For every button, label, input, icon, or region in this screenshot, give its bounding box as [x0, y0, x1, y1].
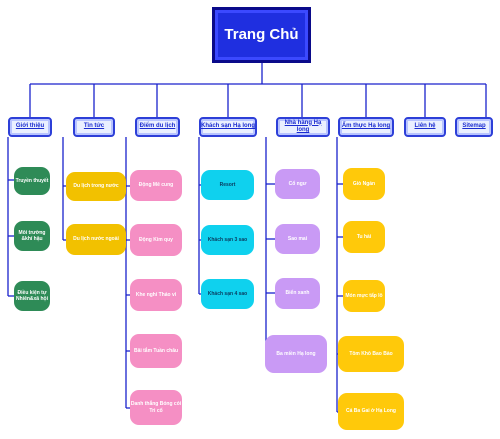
tab-gioi-thieu-label: Giới thiệu: [15, 123, 45, 130]
nha-hang-item-label: Sao mai: [287, 235, 308, 242]
am-thuc-item[interactable]: Tôm Khô Bao Bào: [338, 336, 404, 372]
tab-nha-hang-label: Nhà hàng Hạ long: [284, 119, 322, 134]
diem-du-lich-item-label: Động Kim quy: [139, 236, 173, 243]
am-thuc-item[interactable]: Món mực tẩp lô: [343, 280, 385, 312]
diem-du-lich-item-label: Động Mê cung: [138, 182, 174, 189]
gioi-thieu-item[interactable]: Truyền thuyết: [14, 167, 50, 195]
diem-du-lich-item[interactable]: Bãi tắm Tuần châu: [130, 334, 182, 368]
tin-tuc-item-label: Du lịch nước ngoài: [73, 236, 119, 243]
nha-hang-item-label: Biển xanh: [285, 290, 310, 297]
tab-khach-san[interactable]: Khách sạn Hạ long: [199, 117, 257, 137]
nha-hang-item-label: Ba miền Hạ long: [276, 350, 316, 357]
am-thuc-item-label: Giò Ngán: [352, 180, 376, 187]
tab-lien-he-label: Liên hệ: [414, 123, 436, 130]
diem-du-lich-item[interactable]: Danh thắng Bóng cỏi Tri cổ: [130, 390, 182, 425]
khach-san-item-label: Khách sạn 4 sao: [207, 290, 248, 297]
tab-diem-du-lich[interactable]: Điểm du lịch: [135, 117, 180, 137]
nha-hang-item[interactable]: Sao mai: [275, 224, 320, 254]
tab-khach-san-label: Khách sạn Hạ long: [201, 123, 256, 130]
gioi-thieu-item[interactable]: Điều kiện tự Nhiên&xã hội: [14, 281, 50, 311]
khach-san-item[interactable]: Resort: [201, 170, 254, 200]
tab-gioi-thieu[interactable]: Giới thiệu: [8, 117, 52, 137]
diem-du-lich-item[interactable]: Khe nghỉ Thảo vỉ: [130, 279, 182, 311]
tab-am-thuc-label: Ẩm thực Hạ long: [341, 123, 391, 130]
am-thuc-item[interactable]: Tu hài: [343, 221, 385, 253]
am-thuc-item-label: Tu hài: [356, 233, 372, 240]
khach-san-item-label: Khách sạn 3 sao: [207, 236, 248, 243]
tab-sitemap[interactable]: Sitemap: [455, 117, 493, 137]
am-thuc-item-label: Tôm Khô Bao Bào: [349, 350, 393, 357]
diem-du-lich-item[interactable]: Động Mê cung: [130, 170, 182, 201]
tab-lien-he[interactable]: Liên hệ: [404, 117, 446, 137]
am-thuc-item-label: Món mực tẩp lô: [345, 292, 383, 299]
tin-tuc-item[interactable]: Du lịch nước ngoài: [66, 224, 126, 255]
nha-hang-item[interactable]: Cổ ngư: [275, 169, 320, 199]
gioi-thieu-item-label: Môi trường &khí hậu: [18, 229, 46, 242]
am-thuc-item[interactable]: Giò Ngán: [343, 168, 385, 200]
diem-du-lich-item-label: Bãi tắm Tuần châu: [133, 347, 179, 354]
tin-tuc-item[interactable]: Du lịch trong nước: [66, 172, 126, 201]
am-thuc-item[interactable]: Cá Ba Gai ở Hạ Long: [338, 393, 404, 430]
diem-du-lich-item-label: Khe nghỉ Thảo vỉ: [135, 291, 177, 298]
gioi-thieu-item-label: Điều kiện tự Nhiên&xã hội: [16, 289, 48, 302]
tab-tin-tuc[interactable]: Tin tức: [73, 117, 115, 137]
gioi-thieu-item[interactable]: Môi trường &khí hậu: [14, 221, 50, 251]
gioi-thieu-item-label: Truyền thuyết: [15, 177, 49, 184]
am-thuc-item-label: Cá Ba Gai ở Hạ Long: [346, 408, 396, 415]
tab-am-thuc[interactable]: Ẩm thực Hạ long: [338, 117, 394, 137]
khach-san-item-label: Resort: [219, 181, 236, 188]
khach-san-item[interactable]: Khách sạn 4 sao: [201, 279, 254, 309]
tab-sitemap-label: Sitemap: [462, 123, 486, 130]
diem-du-lich-item-label: Danh thắng Bóng cỏi Tri cổ: [130, 401, 182, 414]
nha-hang-item[interactable]: Biển xanh: [275, 278, 320, 309]
diem-du-lich-item[interactable]: Động Kim quy: [130, 224, 182, 256]
tab-tin-tuc-label: Tin tức: [83, 123, 105, 130]
nha-hang-item[interactable]: Ba miền Hạ long: [265, 335, 327, 373]
tab-nha-hang[interactable]: Nhà hàng Hạ long: [276, 117, 330, 137]
root-node[interactable]: Trang Chủ: [212, 7, 311, 63]
tin-tuc-item-label: Du lịch trong nước: [73, 183, 119, 190]
root-label: Trang Chủ: [224, 25, 299, 43]
nha-hang-item-label: Cổ ngư: [288, 180, 307, 187]
khach-san-item[interactable]: Khách sạn 3 sao: [201, 225, 254, 255]
tab-diem-du-lich-label: Điểm du lịch: [139, 123, 176, 130]
